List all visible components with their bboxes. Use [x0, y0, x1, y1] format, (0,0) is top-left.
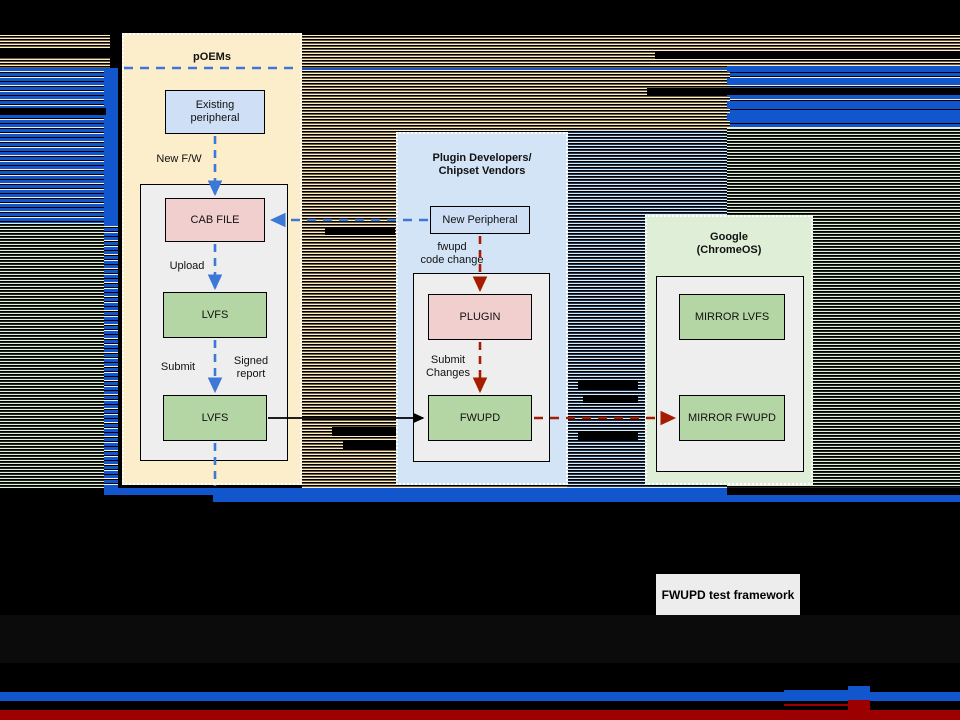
- node-new-peripheral[interactable]: New Peripheral: [430, 206, 530, 234]
- edge-label-submit-changes: Submit Changes: [425, 354, 471, 379]
- edge-label-submit: Submit: [160, 361, 196, 373]
- node-cab-file-label: CAB FILE: [190, 213, 240, 226]
- node-existing-peripheral[interactable]: Existing peripheral: [165, 90, 265, 134]
- edge-label-upload: Upload: [169, 260, 205, 272]
- node-lvfs-upload-label: LVFS: [201, 308, 229, 321]
- lane-poems-title: pOEMs: [193, 51, 231, 63]
- legend-fwupd-test-framework: FWUPD test framework: [656, 574, 800, 615]
- node-fwupd[interactable]: FWUPD: [428, 395, 532, 441]
- node-mirror-lvfs[interactable]: MIRROR LVFS: [679, 294, 785, 340]
- node-lvfs-signed-label: LVFS: [201, 411, 229, 424]
- node-lvfs-signed[interactable]: LVFS: [163, 395, 267, 441]
- edge-label-fwupd-code-change: fwupd code change: [420, 241, 484, 266]
- node-plugin[interactable]: PLUGIN: [428, 294, 532, 340]
- node-cab-file[interactable]: CAB FILE: [165, 198, 265, 242]
- legend-fwupd-test-framework-label: FWUPD test framework: [661, 587, 795, 602]
- node-mirror-lvfs-label: MIRROR LVFS: [694, 310, 770, 323]
- node-fwupd-label: FWUPD: [459, 411, 501, 424]
- lane-plugin-developers-title: Plugin Developers/ Chipset Vendors: [432, 152, 532, 177]
- node-existing-peripheral-label: Existing peripheral: [190, 99, 240, 124]
- node-lvfs-upload[interactable]: LVFS: [163, 292, 267, 338]
- edge-label-signed-report: Signed report: [233, 355, 269, 380]
- node-new-peripheral-label: New Peripheral: [442, 213, 518, 226]
- node-mirror-fwupd-label: MIRROR FWUPD: [688, 411, 776, 424]
- node-mirror-fwupd[interactable]: MIRROR FWUPD: [679, 395, 785, 441]
- lane-google-title: Google (ChromeOS): [696, 231, 762, 256]
- edge-label-new-fw: New F/W: [156, 153, 202, 165]
- node-plugin-label: PLUGIN: [459, 310, 501, 323]
